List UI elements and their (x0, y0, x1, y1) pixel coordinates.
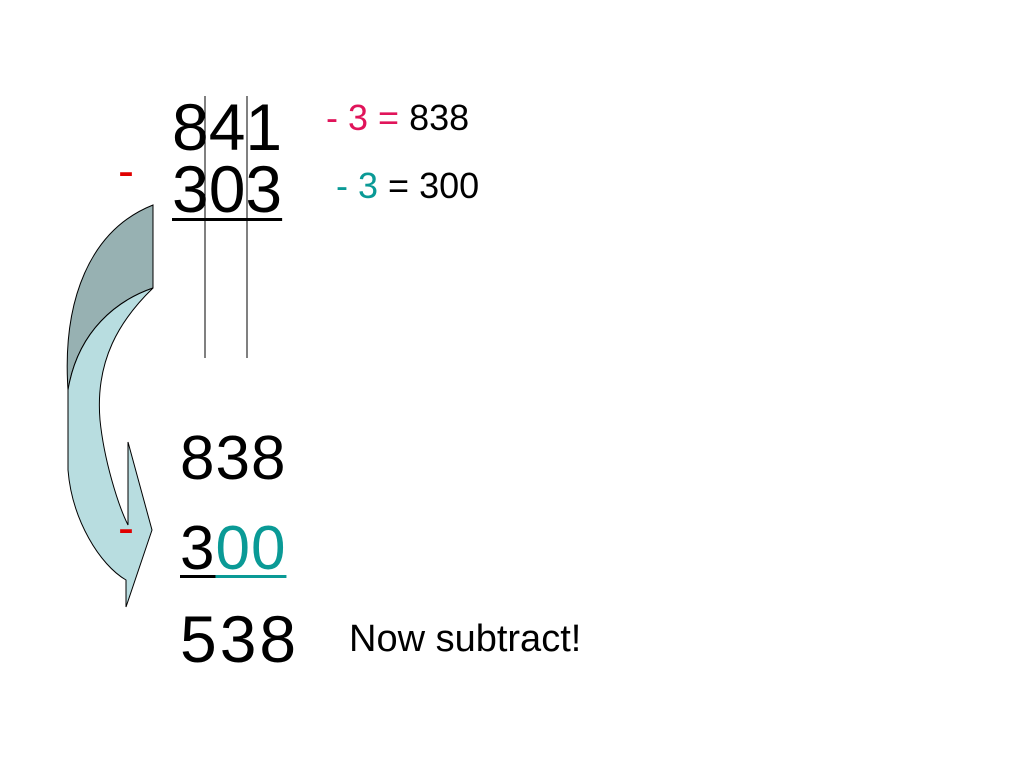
subtrahend-original: 303 (172, 152, 283, 226)
adjust-1-equals: = (368, 97, 410, 138)
adjustment-row-1: - 3 = 838 (326, 100, 469, 136)
subtrahend-rewritten: 300 (180, 518, 286, 580)
adjust-2-result: 300 (419, 165, 480, 206)
adjust-1-amount: 3 (348, 97, 369, 138)
adjust-2-equals: = (378, 165, 420, 206)
minus-sign-bottom: - (118, 502, 134, 555)
minuend-rewritten: 838 (180, 424, 287, 493)
subtrahend-rewritten-tail: 00 (215, 514, 287, 583)
minus-sign-top: - (118, 145, 134, 198)
minuend-original: 841 (172, 90, 283, 164)
adjustment-row-2: - 3 = 300 (336, 168, 479, 204)
adjust-1-minus: - (326, 97, 348, 138)
adjust-2-amount: 3 (358, 165, 379, 206)
adjust-1-result: 838 (409, 97, 470, 138)
adjust-2-minus: - (336, 165, 358, 206)
instruction-text: Now subtract! (349, 618, 582, 660)
answer: 538 (180, 602, 300, 676)
subtrahend-rewritten-lead: 3 (180, 514, 216, 583)
curved-arrow-head-icon (67, 287, 154, 608)
